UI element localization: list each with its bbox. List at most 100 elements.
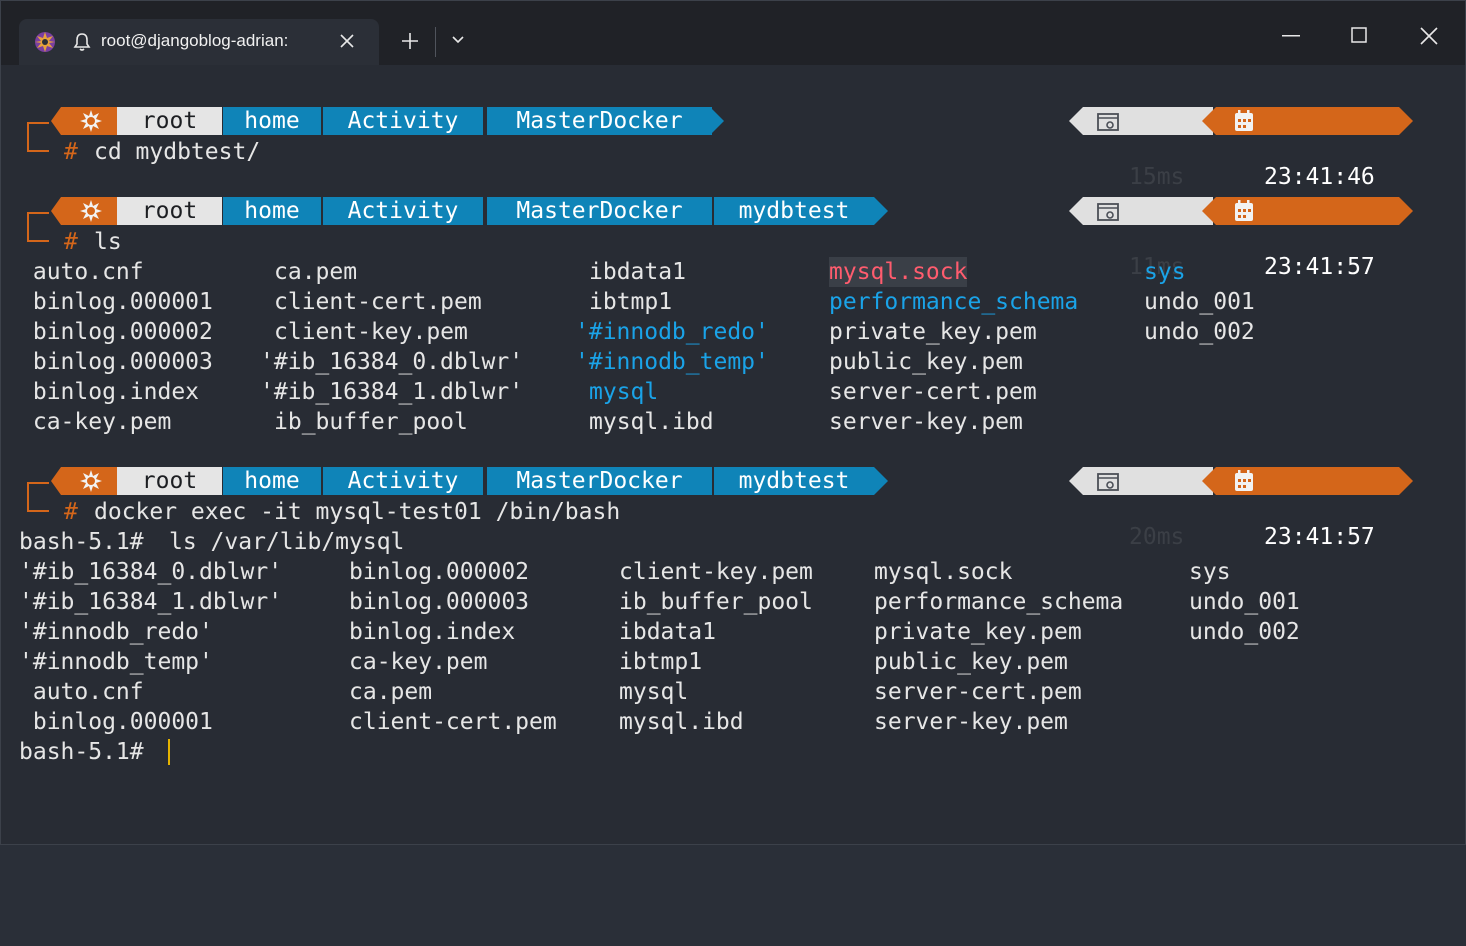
terminal-tab[interactable]: root@djangoblog-adrian: — [19, 19, 379, 65]
command-text: cd mydbtest/ — [94, 139, 261, 165]
prompt-corner-connector — [27, 212, 49, 242]
file-entry: mysql.sock — [874, 559, 1013, 585]
file-entry: ib_buffer_pool — [619, 589, 813, 615]
close-window-icon[interactable] — [1420, 27, 1438, 45]
ls-row: binlog.000001 client-cert.pem ibtmp1 per… — [1, 287, 1465, 317]
segment-start-arrow — [1069, 107, 1083, 135]
file-entry: undo_002 — [1189, 619, 1300, 645]
bash-input-line[interactable]: bash-5.1# — [1, 737, 1465, 767]
ls-row: binlog.index '#ib_16384_1.dblwr' mysql s… — [1, 377, 1465, 407]
segment-end-arrow — [874, 197, 888, 225]
user-segment: root — [117, 197, 222, 225]
calendar-icon — [1235, 200, 1253, 221]
file-entry: client-key.pem — [274, 319, 468, 345]
command-text: ls — [94, 229, 122, 255]
segment-start-arrow — [1069, 197, 1083, 225]
segment-end-arrow — [1399, 107, 1413, 135]
file-entry: client-cert.pem — [349, 709, 557, 735]
path-segment: Activity — [321, 107, 483, 135]
file-entry: binlog.000001 — [19, 709, 213, 735]
file-entry: ca.pem — [349, 679, 433, 705]
bell-icon — [73, 33, 91, 51]
file-entry: '#ib_16384_0.dblwr' — [19, 559, 283, 585]
file-entry: binlog.000002 — [349, 559, 530, 585]
file-entry: binlog.index — [19, 379, 200, 405]
file-entry: performance_schema — [874, 589, 1124, 615]
terminal-content[interactable]: root home Activity MasterDocker 15ms — [1, 65, 1465, 845]
time-segment: 23:41:57 — [1216, 197, 1399, 280]
prompt-bar: root home Activity MasterDocker 15ms — [1, 106, 1465, 190]
file-entry: binlog.000003 — [19, 349, 213, 375]
file-entry: ibtmp1 — [589, 289, 673, 315]
chevron-down-icon[interactable] — [451, 35, 465, 45]
file-entry: auto.cnf — [19, 679, 144, 705]
stopwatch-icon — [1097, 203, 1119, 221]
file-entry: server-key.pem — [874, 709, 1068, 735]
ls-row: auto.cnf ca.pem mysql server-cert.pem — [1, 677, 1465, 707]
gear-logo-icon — [80, 110, 102, 132]
file-entry: ibdata1 — [619, 619, 716, 645]
directory-entry: mysql — [589, 379, 659, 405]
path-segment: MasterDocker — [485, 467, 712, 495]
file-entry: '#ib_16384_1.dblwr' — [19, 589, 283, 615]
directory-entry: sys — [1144, 259, 1186, 285]
file-entry: ibdata1 — [589, 259, 686, 285]
logo-segment — [61, 197, 117, 225]
user-segment: root — [117, 107, 222, 135]
prompt-hash: # — [64, 229, 78, 255]
close-tab-icon[interactable] — [339, 33, 355, 49]
duration-segment: 20ms — [1083, 467, 1213, 550]
stopwatch-icon — [1097, 113, 1119, 131]
file-entry: client-key.pem — [619, 559, 813, 585]
file-entry: '#innodb_redo' — [19, 619, 213, 645]
file-entry: private_key.pem — [874, 619, 1082, 645]
path-segment: Activity — [321, 197, 483, 225]
bash-prompt: bash-5.1# — [19, 529, 144, 555]
title-bar: root@djangoblog-adrian: — [1, 1, 1465, 65]
duration-text: 15ms — [1129, 164, 1185, 190]
file-entry: server-cert.pem — [874, 679, 1082, 705]
calendar-icon — [1235, 110, 1253, 131]
command-text: docker exec -it mysql-test01 /bin/bash — [94, 499, 621, 525]
segment-start-arrow — [1069, 467, 1083, 495]
file-entry: public_key.pem — [874, 649, 1068, 675]
path-segment: home — [223, 197, 321, 225]
file-entry: undo_001 — [1144, 289, 1255, 315]
prompt-hash: # — [64, 499, 78, 525]
path-segment: mydbtest — [712, 197, 874, 225]
segment-end-arrow — [710, 107, 724, 135]
prompt-corner-connector — [27, 482, 49, 512]
file-entry: binlog.000001 — [19, 289, 213, 315]
file-entry: client-cert.pem — [274, 289, 482, 315]
segment-end-arrow — [1399, 467, 1413, 495]
maximize-icon[interactable] — [1351, 27, 1367, 43]
segment-divider-arrow — [1202, 107, 1216, 135]
logo-segment — [61, 107, 117, 135]
path-segment: MasterDocker — [485, 197, 712, 225]
file-entry: undo_001 — [1189, 589, 1300, 615]
file-entry: server-cert.pem — [829, 379, 1037, 405]
file-entry: binlog.000002 — [19, 319, 213, 345]
ls-row: '#ib_16384_1.dblwr' binlog.000003 ib_buf… — [1, 587, 1465, 617]
file-entry: ca.pem — [274, 259, 358, 285]
user-segment: root — [117, 467, 222, 495]
socket-file-entry: mysql.sock — [829, 257, 968, 287]
bash-command: ls /var/lib/mysql — [169, 529, 405, 555]
ls-row: binlog.000003 '#ib_16384_0.dblwr' '#inno… — [1, 347, 1465, 377]
duration-text: 20ms — [1129, 524, 1185, 550]
file-entry: '#ib_16384_1.dblwr' — [260, 379, 524, 405]
command-line: # cd mydbtest/ — [1, 137, 1465, 167]
ls-row: auto.cnf ca.pem ibdata1 mysql.sock sys — [1, 257, 1465, 287]
ls-row: binlog.000002 client-key.pem '#innodb_re… — [1, 317, 1465, 347]
minimize-icon[interactable] — [1282, 35, 1300, 37]
path-segment: Activity — [321, 467, 483, 495]
ls-row: binlog.000001 client-cert.pem mysql.ibd … — [1, 707, 1465, 737]
terminal-window: root@djangoblog-adrian: — [0, 0, 1466, 845]
time-text: 23:41:46 — [1264, 164, 1375, 190]
file-entry: undo_002 — [1144, 319, 1255, 345]
file-entry: private_key.pem — [829, 319, 1037, 345]
time-segment: 23:41:57 — [1216, 467, 1399, 550]
new-tab-plus-icon[interactable] — [401, 32, 419, 50]
prompt-hash: # — [64, 139, 78, 165]
prompt-bar: root home Activity MasterDocker mydbtest… — [1, 466, 1465, 550]
